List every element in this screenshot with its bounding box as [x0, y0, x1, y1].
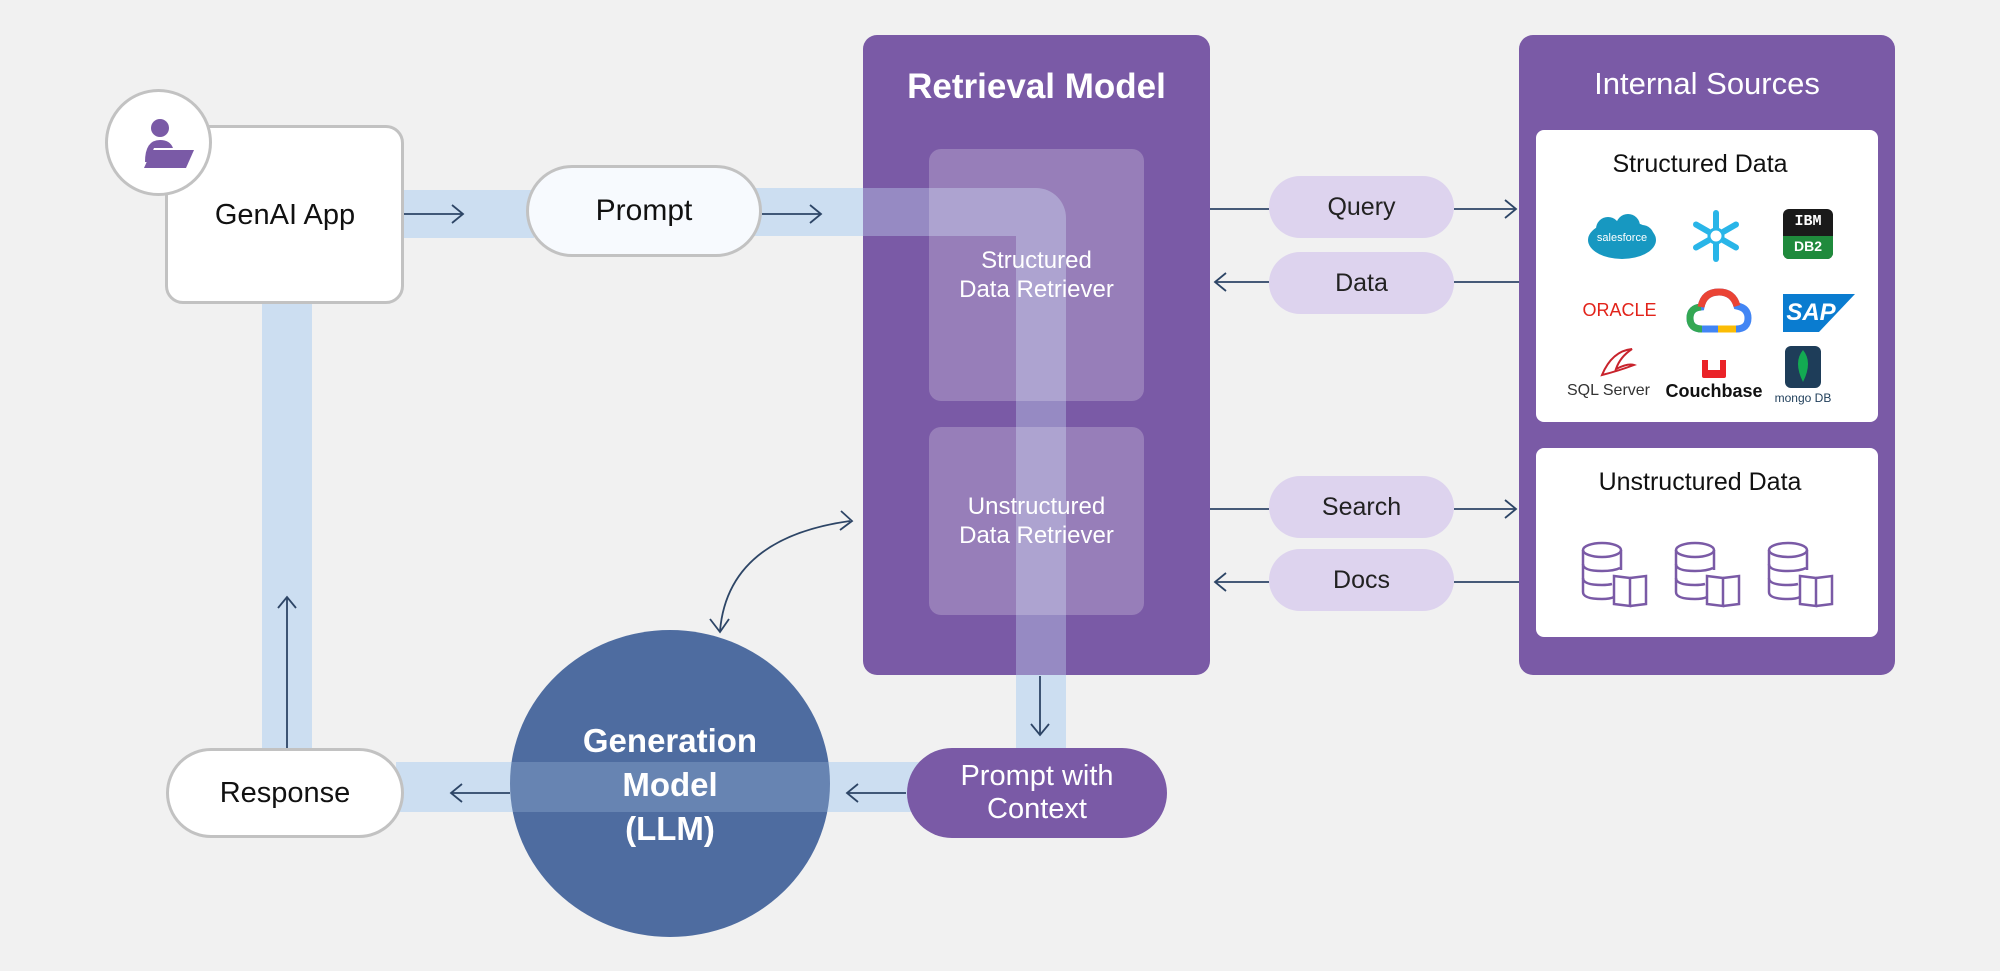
flow-band-overlay-vertical	[1016, 236, 1066, 675]
context-line2: Context	[987, 793, 1087, 825]
arrowhead-llm-to-response	[449, 783, 463, 803]
context-line1: Prompt with	[960, 760, 1114, 792]
genai-app-label: GenAI App	[214, 198, 356, 231]
mongodb-text: mongo DB	[1774, 391, 1832, 405]
ibm-text: IBM	[1794, 212, 1822, 230]
ibm-db2-bottom	[1783, 236, 1833, 259]
mongodb-logo	[1785, 346, 1821, 388]
arrowhead-search	[1504, 499, 1518, 519]
docs-pill: Docs	[1269, 549, 1454, 611]
salesforce-logo-text: salesforce	[1596, 232, 1648, 244]
flow-band-overlay-top	[863, 188, 1066, 236]
oracle-logo: ORACLE	[1582, 299, 1657, 320]
sql-server-text: SQL Server	[1567, 382, 1650, 399]
retrieval-model-panel	[863, 35, 1210, 675]
ibm-db2-logo	[1783, 209, 1833, 259]
database-docs-icon	[1673, 540, 1743, 608]
unstructured-data-title: Unstructured Data	[1598, 467, 1802, 496]
query-pill: Query	[1269, 176, 1454, 238]
generation-line3: (LLM)	[625, 810, 715, 847]
flow-band-overlay-llm	[510, 762, 830, 812]
google-cloud-logo	[1686, 287, 1752, 335]
internal-sources-title: Internal Sources	[1594, 66, 1820, 101]
data-pill: Data	[1269, 252, 1454, 314]
arrowhead-curve-bottom	[709, 618, 730, 634]
prompt-pill	[526, 165, 762, 257]
arrowhead-data	[1213, 272, 1227, 292]
retrieval-model-title: Retrieval Model	[907, 67, 1166, 106]
snowflake-logo	[1690, 210, 1742, 262]
arrowhead-prompt-to-retrieval	[809, 204, 823, 224]
db2-text: DB2	[1793, 238, 1822, 254]
arrowhead-curve-top	[839, 510, 854, 531]
generation-line2: Model	[622, 766, 718, 803]
sap-logo	[1783, 294, 1855, 332]
database-docs-icon	[1766, 540, 1836, 608]
unstructured-retriever-line2: Data Retriever	[959, 522, 1114, 549]
flow-band-context-to-llm	[820, 762, 920, 812]
generation-model-circle	[510, 630, 830, 937]
response-pill	[166, 748, 404, 838]
generation-line1: Generation	[582, 722, 758, 759]
salesforce-logo	[1586, 213, 1658, 263]
couchbase-logo	[1700, 358, 1728, 380]
structured-retriever-line1: Structured	[981, 247, 1092, 274]
arrowhead-response-up	[277, 595, 297, 609]
couchbase-text: Couchbase	[1665, 380, 1763, 401]
structured-data-title: Structured Data	[1612, 149, 1788, 178]
arrowhead-retrieval-down	[1030, 723, 1050, 737]
prompt-with-context-pill	[907, 748, 1167, 838]
unstructured-retriever-line1: Unstructured	[967, 493, 1106, 520]
arrowhead-app-to-prompt	[451, 204, 465, 224]
database-docs-icon	[1580, 540, 1650, 608]
structured-retriever-line2: Data Retriever	[959, 276, 1114, 303]
prompt-label: Prompt	[595, 194, 693, 227]
response-label: Response	[219, 776, 351, 809]
user-laptop-icon	[144, 119, 194, 168]
user-avatar-badge	[105, 89, 212, 196]
sap-text: SAP	[1786, 299, 1836, 326]
sql-server-logo	[1598, 345, 1638, 381]
search-pill: Search	[1269, 476, 1454, 538]
arrow-llm-retrieval-curve	[719, 520, 851, 632]
arrowhead-context-to-llm	[845, 783, 859, 803]
arrowhead-query	[1504, 199, 1518, 219]
arrowhead-docs	[1213, 572, 1227, 592]
